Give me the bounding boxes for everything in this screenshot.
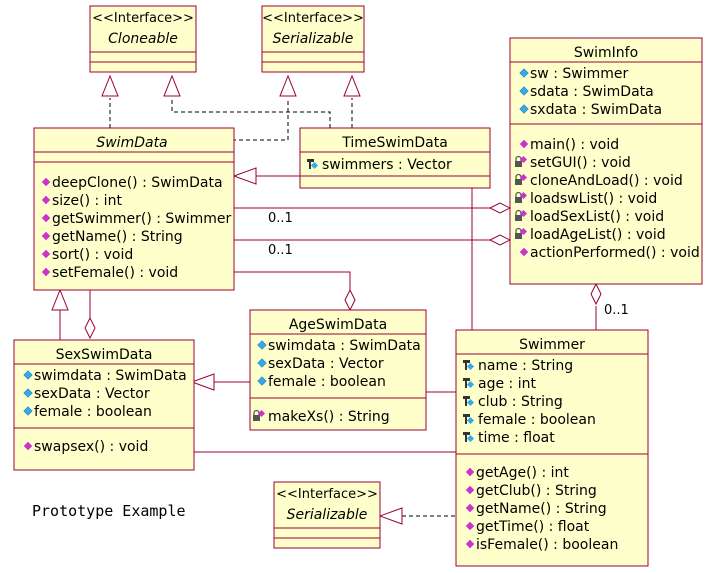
- class-serializable-top[interactable]: <<Interface>> Serializable: [261, 5, 365, 73]
- serializable-bottom-triangle: [378, 507, 403, 525]
- cloneable-triangle-2: [163, 74, 181, 97]
- ageswimdata-aggregation: [344, 288, 356, 312]
- swiminfo-attribute: sxdata : SwimData: [530, 102, 662, 118]
- swimmer-attribute: age : int: [478, 376, 536, 392]
- ageswimdata-inherits-triangle: [190, 373, 215, 391]
- diagram-caption: Prototype Example: [32, 502, 186, 520]
- swimdata-method: getSwimmer() : Swimmer: [52, 211, 232, 227]
- swimmer-attribute: name : String: [478, 358, 573, 374]
- cloneable-name: Cloneable: [108, 31, 178, 47]
- swiminfo-attribute: sw : Swimmer: [530, 66, 628, 82]
- swiminfo-aggregation-2: [488, 234, 512, 246]
- sexswimdata-attribute: female : boolean: [34, 404, 152, 420]
- swimdata-method: getName() : String: [52, 229, 183, 245]
- cloneable-stereotype: <<Interface>>: [92, 11, 194, 26]
- swiminfo-aggregation-1: [488, 202, 512, 214]
- multiplicity-label-2: 0..1: [268, 243, 293, 258]
- swiminfo-method: cloneAndLoad() : void: [530, 173, 683, 189]
- swimmer-attribute: female : boolean: [478, 412, 596, 428]
- ageswimdata-attribute: swimdata : SwimData: [268, 338, 421, 354]
- sexswimdata-attribute: sexData : Vector: [34, 386, 150, 402]
- timeswimdata-attribute: swimmers : Vector: [322, 157, 452, 173]
- swimmer-method: getAge() : int: [476, 465, 569, 481]
- swiminfo-method: setGUI() : void: [530, 155, 631, 171]
- swiminfo-method: loadSexList() : void: [530, 209, 664, 225]
- swimmer-name: Swimmer: [519, 337, 585, 353]
- swiminfo-method: loadAgeList() : void: [530, 227, 666, 243]
- class-cloneable[interactable]: <<Interface>> Cloneable: [89, 5, 197, 73]
- sexswimdata-name: SexSwimData: [56, 347, 153, 363]
- sexswimdata-inherits-triangle: [51, 288, 69, 311]
- sexswimdata-method: swapsex() : void: [34, 439, 148, 455]
- swiminfo-method: loadswList() : void: [530, 191, 657, 207]
- class-timeswimdata[interactable]: TimeSwimData swimmers : Vector: [299, 127, 491, 189]
- class-swimmer[interactable]: Swimmer name : String age : int club : S…: [455, 329, 649, 567]
- swiminfo-attribute: sdata : SwimData: [530, 84, 654, 100]
- class-swimdata[interactable]: SwimData deepClone() : SwimData size() :…: [33, 127, 235, 291]
- swiminfo-method: actionPerformed() : void: [530, 245, 700, 261]
- swimdata-method: size() : int: [52, 193, 122, 209]
- timeswimdata-realizes-cloneable: [171, 98, 331, 128]
- swimmer-method: isFemale() : boolean: [476, 537, 618, 553]
- serializable-bottom-stereotype: <<Interface>>: [276, 487, 378, 502]
- swimmer-attribute: time : float: [478, 430, 555, 446]
- swiminfo-name: SwimInfo: [574, 45, 638, 61]
- ageswimdata-attribute: sexData : Vector: [268, 356, 384, 372]
- serializable-bottom-name: Serializable: [287, 507, 368, 523]
- sexswimdata-attribute: swimdata : SwimData: [34, 368, 187, 384]
- serializable-top-name: Serializable: [273, 31, 354, 47]
- multiplicity-label-3: 0..1: [604, 303, 629, 318]
- timeswimdata-name: TimeSwimData: [341, 135, 448, 151]
- multiplicity-label-1: 0..1: [268, 211, 293, 226]
- serializable-top-stereotype: <<Interface>>: [262, 11, 364, 26]
- swimdata-realizes-serializable: [232, 98, 289, 141]
- swiminfo-method: main() : void: [530, 137, 619, 153]
- class-serializable-bottom[interactable]: <<Interface>> Serializable: [273, 481, 381, 549]
- swimmer-method: getTime() : float: [476, 519, 590, 535]
- sexswimdata-aggregation: [84, 316, 96, 340]
- ageswimdata-name: AgeSwimData: [289, 317, 387, 333]
- swimmer-method: getName() : String: [476, 501, 607, 517]
- serializable-triangle-2: [343, 74, 361, 97]
- swimmer-method: getClub() : String: [476, 483, 597, 499]
- relationships: [51, 74, 602, 525]
- ageswimdata-attribute: female : boolean: [268, 374, 386, 390]
- class-sexswimdata[interactable]: SexSwimData swimdata : SwimData sexData …: [13, 339, 195, 471]
- swimmer-aggregation: [590, 282, 602, 306]
- class-swiminfo[interactable]: SwimInfo sw : Swimmer sdata : SwimData s…: [509, 37, 703, 285]
- serializable-triangle-1: [279, 74, 297, 97]
- cloneable-triangle-1: [101, 74, 119, 97]
- swimdata-method: setFemale() : void: [52, 265, 178, 281]
- swimmer-attribute: club : String: [478, 394, 563, 410]
- swimdata-method: deepClone() : SwimData: [52, 175, 223, 191]
- swimdata-name: SwimData: [96, 135, 167, 151]
- timeswimdata-inherits-triangle: [232, 167, 257, 185]
- swimdata-method: sort() : void: [52, 247, 133, 263]
- class-ageswimdata[interactable]: AgeSwimData swimdata : SwimData sexData …: [249, 309, 427, 431]
- ageswimdata-method: makeXs() : String: [268, 409, 390, 425]
